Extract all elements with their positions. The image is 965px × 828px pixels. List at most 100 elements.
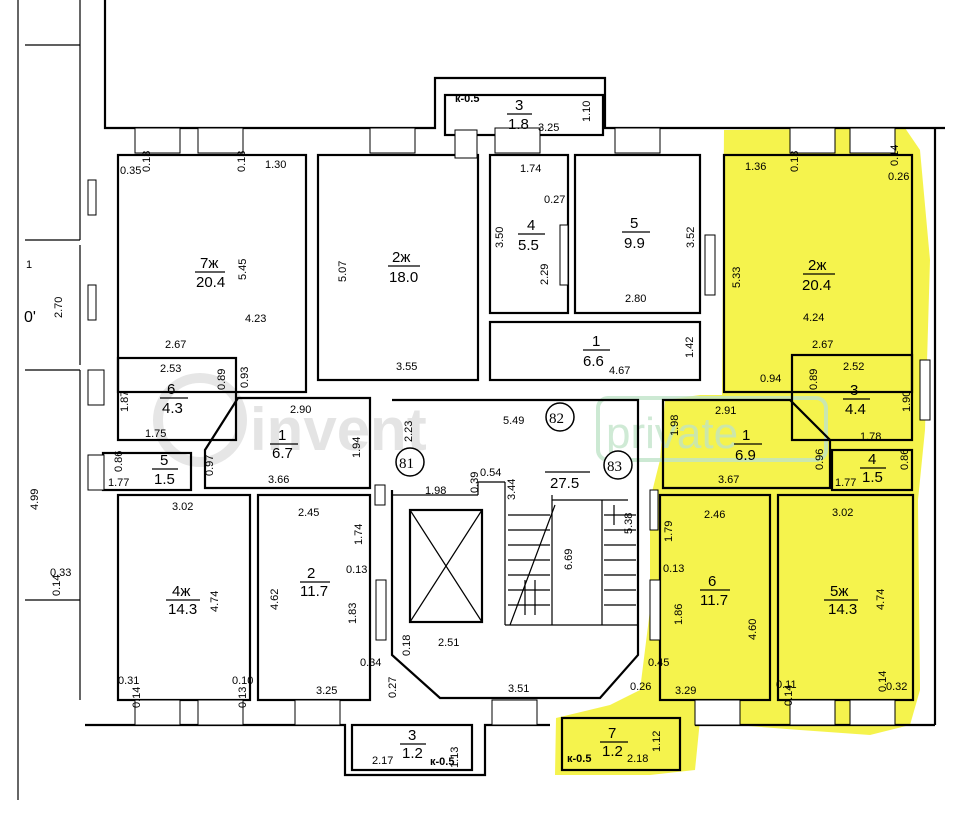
stair-treads bbox=[508, 504, 636, 626]
dimension-label: 2.17 bbox=[372, 755, 393, 767]
dimension-label: 0.14 bbox=[51, 575, 63, 596]
balcony-mark-top: к-0.5 bbox=[455, 93, 479, 105]
dimension-label: 4.74 bbox=[875, 589, 887, 610]
dimension-label: 0.18 bbox=[401, 635, 413, 656]
plan-line bbox=[789, 699, 836, 726]
dimension-label: 0.39 bbox=[469, 472, 481, 493]
dimension-label: 3.44 bbox=[506, 479, 518, 500]
room-number: 2ж bbox=[808, 257, 826, 274]
plan-line bbox=[294, 699, 341, 726]
dimension-label: 1.74 bbox=[520, 163, 541, 175]
plan-line bbox=[454, 129, 478, 159]
dimension-label: 5.45 bbox=[237, 259, 249, 280]
dimension-label: 2.29 bbox=[539, 264, 551, 285]
dimension-label: 0.32 bbox=[886, 681, 907, 693]
room-number: 3 bbox=[408, 727, 416, 744]
room-5zh bbox=[776, 493, 915, 702]
plan-line bbox=[369, 127, 416, 154]
elevator-shaft bbox=[408, 508, 484, 624]
dimension-label: 0.14 bbox=[131, 687, 143, 708]
dimension-label: 2.67 bbox=[812, 339, 833, 351]
plan-line bbox=[85, 723, 550, 777]
dimension-label: 2.70 bbox=[53, 297, 65, 318]
plan-line bbox=[596, 396, 828, 462]
room-area: 11.7 bbox=[700, 592, 728, 609]
dimension-label: 0.14 bbox=[889, 145, 901, 166]
room-number: 5 bbox=[630, 215, 638, 232]
room-area: 11.7 bbox=[300, 583, 328, 600]
dimension-label: 3.55 bbox=[396, 361, 417, 373]
room-area: 6.9 bbox=[735, 447, 756, 464]
room-3-bottom bbox=[350, 723, 474, 772]
dimension-label: 5.38 bbox=[623, 513, 635, 534]
apartment-markers: 82 81 83 bbox=[395, 402, 633, 480]
room-area: 1.8 bbox=[508, 116, 529, 133]
plan-line bbox=[694, 699, 741, 726]
balcony-mark-bottom-right: к-0.5 bbox=[567, 753, 591, 765]
watermark-private: private bbox=[606, 409, 738, 458]
dimension-label: 4.60 bbox=[747, 619, 759, 640]
room-number: 5ж bbox=[830, 583, 848, 600]
dimension-label: 0.86 bbox=[899, 449, 911, 470]
plan-line bbox=[614, 127, 661, 154]
dimension-label: 1.42 bbox=[684, 337, 696, 358]
stair-area: 27.5 bbox=[550, 475, 579, 492]
room-7zh bbox=[116, 153, 308, 394]
room-3-right bbox=[790, 353, 914, 442]
dimension-label: 3.25 bbox=[316, 685, 337, 697]
room-area: 1.5 bbox=[154, 471, 175, 488]
room-area: 14.3 bbox=[168, 601, 197, 618]
dimension-label: 5.49 bbox=[503, 415, 524, 427]
plan-line bbox=[197, 127, 244, 154]
room-number: 4ж bbox=[172, 583, 190, 600]
plan-line bbox=[789, 127, 836, 154]
room-area: 1.5 bbox=[862, 469, 883, 486]
dimension-label: 5.07 bbox=[337, 261, 349, 282]
room-5-top bbox=[573, 153, 702, 315]
room-number: 3 bbox=[515, 97, 523, 114]
dimension-label: 1.74 bbox=[353, 524, 365, 545]
dimension-label: 3.29 bbox=[675, 685, 696, 697]
room-1-mid bbox=[488, 320, 702, 382]
dimension-label: 1.83 bbox=[347, 603, 359, 624]
watermark: invent private bbox=[153, 373, 828, 467]
dimension-label: 0.11 bbox=[776, 679, 797, 691]
plan-line bbox=[555, 128, 930, 775]
room-6-left bbox=[116, 356, 238, 442]
dimension-label: 1 bbox=[26, 259, 32, 271]
plan-line bbox=[87, 284, 97, 321]
dimension-label: 2.90 bbox=[290, 404, 311, 416]
apartment-81-circle bbox=[395, 447, 425, 477]
dimension-label: 4.23 bbox=[245, 313, 266, 325]
dimension-label: 0.26 bbox=[630, 681, 651, 693]
plan-line bbox=[704, 234, 716, 296]
apartment-81-label: 81 bbox=[399, 456, 414, 472]
dimension-label: 0.10 bbox=[232, 675, 253, 687]
plan-line bbox=[559, 224, 569, 286]
dimension-label: 4.99 bbox=[29, 489, 41, 510]
dimension-label: 1.79 bbox=[663, 521, 675, 542]
dimension-label: 3.02 bbox=[832, 507, 853, 519]
dimension-label: 0.31 bbox=[118, 675, 139, 687]
dimension-label: 0.94 bbox=[760, 373, 781, 385]
plan-line bbox=[374, 484, 386, 506]
plan-line bbox=[494, 127, 541, 154]
plan-line bbox=[134, 699, 181, 726]
dimension-label: 2.51 bbox=[438, 637, 459, 649]
room-number: 1 bbox=[592, 333, 600, 350]
dimension-label: 0.97 bbox=[204, 455, 216, 476]
room-number: 7 bbox=[608, 725, 616, 742]
dimension-label: 0.13 bbox=[346, 564, 367, 576]
dimension-label: 1.13 bbox=[449, 747, 461, 768]
balcony-mark-bottom-left: к-0.5 bbox=[430, 756, 454, 768]
dimension-label: 1.75 bbox=[145, 428, 166, 440]
plan-line bbox=[849, 699, 896, 726]
dimension-label: 0.13 bbox=[237, 687, 249, 708]
dimension-label: 1.98 bbox=[425, 485, 446, 497]
room-7-bottom bbox=[560, 716, 682, 772]
room-area: 18.0 bbox=[389, 269, 418, 286]
plan-line bbox=[134, 127, 181, 154]
dimension-label: 0.13 bbox=[663, 563, 684, 575]
dimension-label: 0.13 bbox=[789, 151, 801, 172]
